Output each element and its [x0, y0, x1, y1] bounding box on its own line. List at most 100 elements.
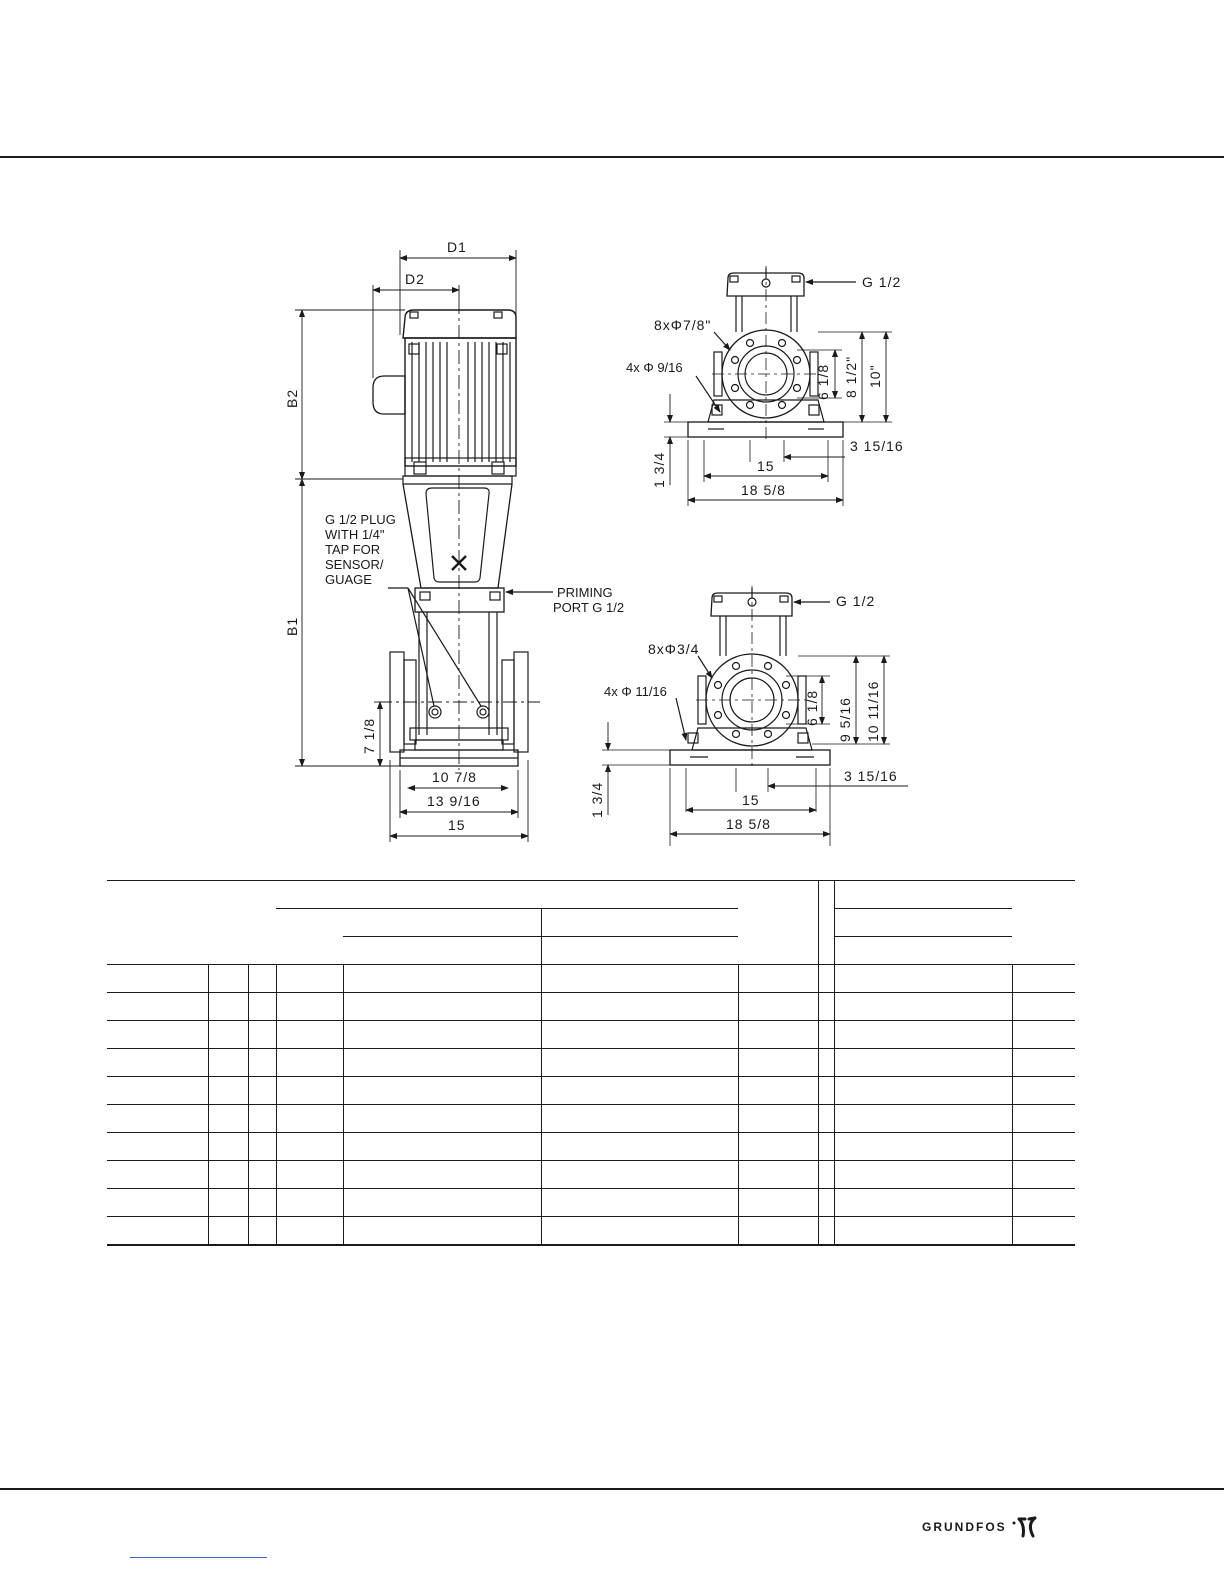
table-cell: [107, 1188, 208, 1217]
table-cell: [1011, 1132, 1075, 1161]
table-cell: [541, 880, 738, 909]
table-cell: [834, 908, 1012, 937]
bottom-dim-10-11-16: 10 11/16: [865, 681, 881, 742]
table-cell: [834, 1048, 1012, 1077]
table-cell: [737, 1104, 818, 1133]
table-cell: [834, 1104, 1012, 1133]
table-cell: [276, 880, 343, 909]
bottom-dim-3-15-16: 3 15/16: [844, 768, 898, 784]
table-cell: [1011, 1020, 1075, 1049]
dim-d1: D1: [447, 239, 467, 255]
front-view: [295, 250, 553, 842]
top-g12-label: G 1/2: [862, 274, 901, 290]
table-cell: [1012, 909, 1075, 937]
table-cell: [817, 908, 835, 937]
table-cell: [342, 1216, 541, 1246]
table-cell: [817, 1048, 835, 1077]
table-cell: [275, 1160, 343, 1189]
table-cell: [107, 992, 208, 1021]
side-view-top-labels: G 1/2 8xΦ7/8" 4x Φ 9/16 6 1/8 8 1/2" 10"…: [626, 274, 903, 498]
grundfos-x-icon: [1012, 1516, 1037, 1538]
table-cell: [247, 1216, 276, 1246]
table-cell: [817, 936, 835, 965]
table-cell: [207, 1048, 248, 1077]
bottom-g12-label: G 1/2: [836, 593, 875, 609]
table-cell: [540, 1048, 738, 1077]
table-cell: [247, 1020, 276, 1049]
table-cell: [342, 964, 541, 993]
table-cell: [107, 1132, 208, 1161]
table-cell: [1011, 964, 1075, 993]
table-cell: [834, 964, 1012, 993]
table-cell: [276, 908, 343, 937]
table-cell: [540, 992, 738, 1021]
header-rule: [0, 156, 1224, 158]
side-view-bottom: [602, 586, 908, 846]
table-cell: [342, 1104, 541, 1133]
top-dim-1-3-4: 1 3/4: [651, 452, 667, 488]
table-cell: [107, 909, 208, 937]
plug-note-1: G 1/2 PLUG: [325, 512, 396, 527]
table-cell: [248, 937, 276, 965]
table-cell: [737, 992, 818, 1021]
table-cell: [540, 1188, 738, 1217]
table-cell: [834, 936, 1012, 965]
table-cell: [275, 1076, 343, 1105]
table-cell: [107, 1048, 208, 1077]
table-row: [107, 964, 1075, 993]
table-cell: [342, 1160, 541, 1189]
top-dim-10: 10": [867, 364, 883, 388]
table-row: [107, 1216, 1075, 1246]
dim-b2: B2: [284, 389, 300, 408]
table-row: [107, 1048, 1075, 1077]
table-cell: [275, 1216, 343, 1246]
table-cell: [1011, 1104, 1075, 1133]
table-row: [107, 1160, 1075, 1189]
table-cell: [343, 908, 541, 937]
dim-b1: B1: [284, 617, 300, 636]
table-cell: [207, 1020, 248, 1049]
table-cell: [107, 937, 208, 965]
table-cell: [107, 1076, 208, 1105]
table-cell: [540, 1132, 738, 1161]
table-cell: [540, 908, 738, 937]
table-body: [107, 880, 1075, 1246]
table-cell: [207, 964, 248, 993]
table-cell: [247, 1188, 276, 1217]
bottom-dim-6-1-8: 6 1/8: [804, 690, 820, 726]
table-cell: [247, 964, 276, 993]
table-cell: [834, 1132, 1012, 1161]
table-cell: [342, 1076, 541, 1105]
table-cell: [207, 1104, 248, 1133]
table-cell: [275, 964, 343, 993]
table-cell: [817, 1160, 835, 1189]
table-row: [107, 1188, 1075, 1217]
table-cell: [107, 1216, 208, 1246]
dimension-table: [107, 880, 1075, 1246]
table-cell: [738, 937, 818, 965]
table-cell: [737, 1048, 818, 1077]
table-cell: [207, 1132, 248, 1161]
dim-15-front: 15: [448, 817, 466, 833]
table-cell: [275, 1048, 343, 1077]
bottom-holes-label: 4x Φ 11/16: [604, 684, 667, 699]
top-dim-18-5-8: 18 5/8: [741, 482, 786, 498]
table-cell: [834, 880, 1012, 909]
top-holes-label: 4x Φ 9/16: [626, 360, 683, 375]
table-row: [107, 880, 1075, 909]
table-cell: [737, 1076, 818, 1105]
top-dim-15: 15: [757, 458, 775, 474]
footer-link-underline[interactable]: [130, 1557, 267, 1558]
table-cell: [1011, 1160, 1075, 1189]
dim-10-7-8: 10 7/8: [432, 769, 477, 785]
table-cell: [247, 1132, 276, 1161]
table-cell: [247, 1160, 276, 1189]
dim-7-1-8: 7 1/8: [361, 718, 377, 754]
table-cell: [737, 1132, 818, 1161]
table-cell: [207, 1216, 248, 1246]
table-cell: [208, 937, 248, 965]
dim-d2: D2: [405, 271, 425, 287]
plug-note-3: TAP FOR: [325, 542, 380, 557]
table-row: [107, 992, 1075, 1021]
table-cell: [817, 880, 835, 909]
